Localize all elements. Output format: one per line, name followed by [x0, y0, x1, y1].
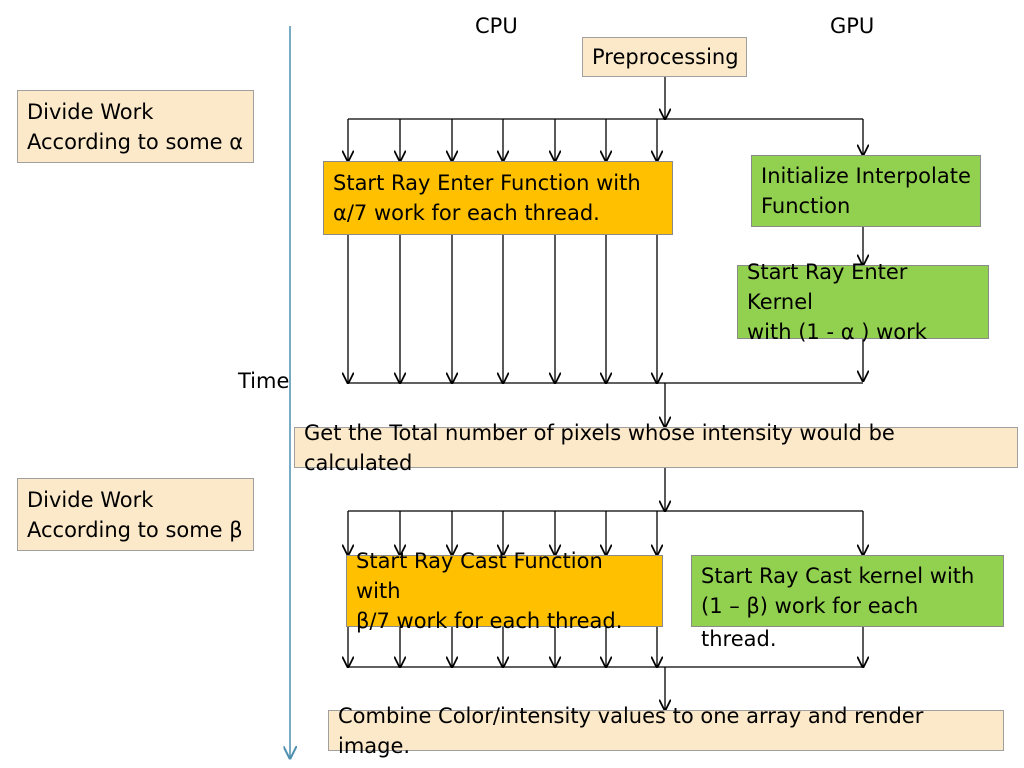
ray-cast-kernel-overflow-text: thread.: [701, 627, 777, 651]
preprocessing-box: Preprocessing: [582, 37, 747, 77]
ray-enter-kernel-box: Start Ray Enter Kernel with (1 - α ) wor…: [737, 260, 989, 344]
ray-cast-kernel-box: Start Ray Cast kernel with (1 – β) work …: [691, 555, 1004, 627]
cpu-header: CPU: [475, 14, 518, 38]
divide-work-beta-box: Divide Work According to some β: [17, 478, 254, 551]
initialize-interpolate-box: Initialize Interpolate Function: [751, 155, 981, 227]
ray-cast-function-box: Start Ray Cast Function with β/7 work fo…: [346, 549, 663, 633]
connector-lines: [348, 77, 863, 710]
combine-box: Combine Color/intensity values to one ar…: [328, 704, 1004, 758]
total-pixels-box: Get the Total number of pixels whose int…: [294, 421, 1018, 475]
divide-work-alpha-box: Divide Work According to some α: [17, 90, 254, 163]
ray-enter-function-box: Start Ray Enter Function with α/7 work f…: [323, 161, 673, 235]
time-label: Time: [238, 369, 290, 393]
gpu-header: GPU: [830, 14, 875, 38]
